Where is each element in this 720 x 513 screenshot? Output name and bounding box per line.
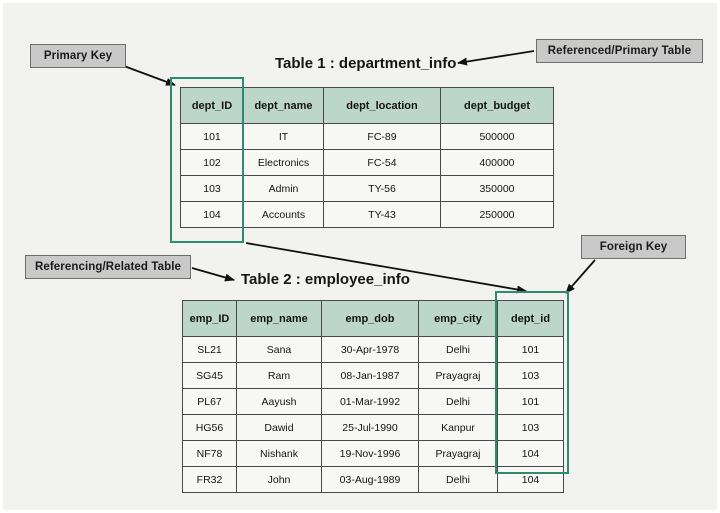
table1-column-header-dept_location: dept_location [323, 87, 441, 124]
cell-emp_id: SL21 [182, 336, 237, 363]
cell-dept_id: 104 [497, 466, 564, 493]
cell-dept_location: TY-56 [323, 175, 441, 202]
cell-dept_id: 104 [497, 440, 564, 467]
cell-emp_id: PL67 [182, 388, 237, 415]
cell-emp_city: Delhi [418, 388, 498, 415]
cell-emp_id: SG45 [182, 362, 237, 389]
cell-dept_id: 103 [497, 362, 564, 389]
cell-dept_location: FC-89 [323, 123, 441, 150]
cell-emp_city: Kanpur [418, 414, 498, 441]
cell-emp_city: Prayagraj [418, 362, 498, 389]
cell-emp_id: HG56 [182, 414, 237, 441]
callout-referenced-table[interactable]: Referenced/Primary Table [536, 39, 703, 63]
cell-dept_budget: 400000 [440, 149, 554, 176]
cell-dept_id: 101 [180, 123, 244, 150]
table1-column-header-dept_budget: dept_budget [440, 87, 554, 124]
table2-column-header-emp_id: emp_ID [182, 300, 237, 337]
cell-dept_id: 103 [497, 414, 564, 441]
cell-emp_dob: 25-Jul-1990 [321, 414, 419, 441]
cell-emp_name: Ram [236, 362, 322, 389]
cell-emp_city: Delhi [418, 466, 498, 493]
cell-dept_name: Accounts [243, 201, 324, 228]
table2-column-header-dept_id: dept_id [497, 300, 564, 337]
cell-dept_id: 101 [497, 336, 564, 363]
arrow-foreign-key [565, 259, 596, 294]
cell-emp_dob: 03-Aug-1989 [321, 466, 419, 493]
cell-dept_name: Electronics [243, 149, 324, 176]
callout-primary-key[interactable]: Primary Key [30, 44, 126, 68]
cell-dept_id: 102 [180, 149, 244, 176]
cell-emp_city: Prayagraj [418, 440, 498, 467]
cell-dept_id: 104 [180, 201, 244, 228]
cell-emp_dob: 08-Jan-1987 [321, 362, 419, 389]
cell-emp_name: Nishank [236, 440, 322, 467]
cell-emp_dob: 01-Mar-1992 [321, 388, 419, 415]
arrow-referenced-table [457, 50, 535, 66]
arrow-referencing-table [191, 267, 235, 282]
cell-emp_id: NF78 [182, 440, 237, 467]
cell-emp_name: Sana [236, 336, 322, 363]
cell-dept_name: IT [243, 123, 324, 150]
cell-dept_id: 103 [180, 175, 244, 202]
cell-emp_id: FR32 [182, 466, 237, 493]
cell-emp_dob: 19-Nov-1996 [321, 440, 419, 467]
cell-dept_id: 101 [497, 388, 564, 415]
cell-emp_name: Aayush [236, 388, 322, 415]
table2-column-header-emp_city: emp_city [418, 300, 498, 337]
callout-referencing-table[interactable]: Referencing/Related Table [25, 255, 191, 279]
cell-emp_dob: 30-Apr-1978 [321, 336, 419, 363]
arrow-primary-key [123, 65, 176, 86]
cell-emp_name: Dawid [236, 414, 322, 441]
cell-dept_budget: 250000 [440, 201, 554, 228]
cell-dept_budget: 500000 [440, 123, 554, 150]
callout-foreign-key[interactable]: Foreign Key [581, 235, 686, 259]
cell-dept_location: FC-54 [323, 149, 441, 176]
table1-column-header-dept_id: dept_ID [180, 87, 244, 124]
table1-title: Table 1 : department_info [275, 55, 457, 72]
table1-column-header-dept_name: dept_name [243, 87, 324, 124]
cell-dept_location: TY-43 [323, 201, 441, 228]
table2-column-header-emp_dob: emp_dob [321, 300, 419, 337]
cell-emp_name: John [236, 466, 322, 493]
table2-column-header-emp_name: emp_name [236, 300, 322, 337]
cell-dept_name: Admin [243, 175, 324, 202]
cell-emp_city: Delhi [418, 336, 498, 363]
cell-dept_budget: 350000 [440, 175, 554, 202]
table2-title: Table 2 : employee_info [241, 271, 410, 288]
